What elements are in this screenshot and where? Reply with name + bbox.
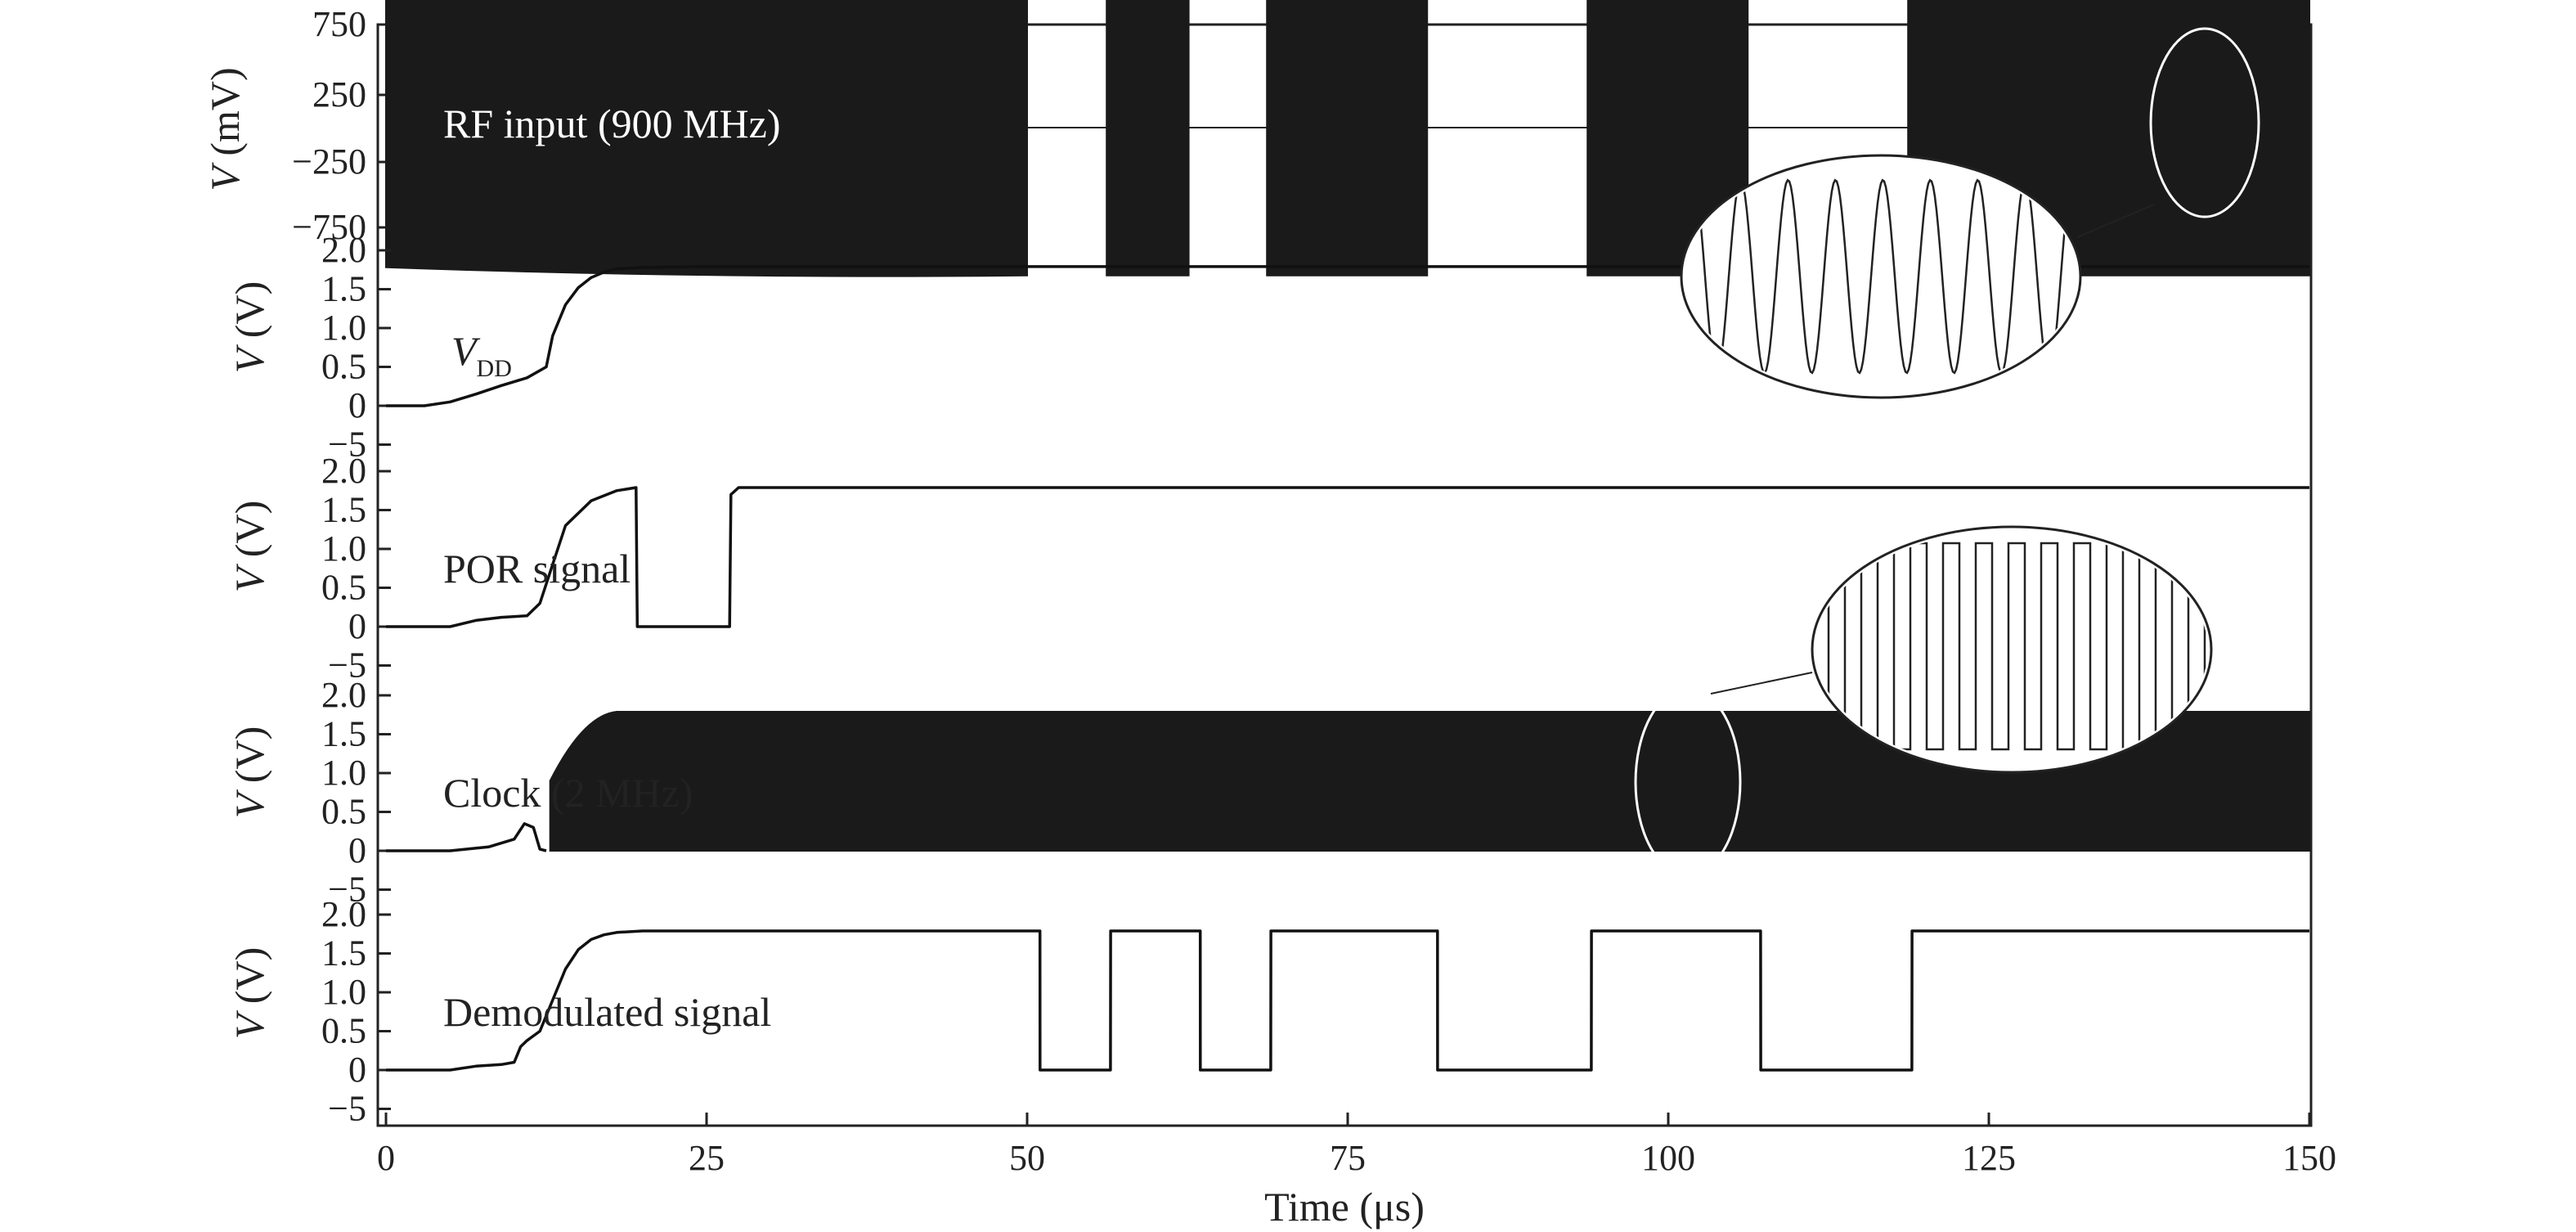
rf-burst <box>1106 0 1190 277</box>
x-tick-label: 50 <box>1009 1138 1045 1178</box>
vdd-label-sub: DD <box>477 355 512 382</box>
demod-ytick-label: 2.0 <box>321 894 366 934</box>
x-tick-label: 0 <box>377 1138 395 1178</box>
x-tick-label: 25 <box>689 1138 725 1178</box>
rf-ytick-label: −250 <box>292 142 366 182</box>
por-ytick-label: 0.5 <box>321 568 366 608</box>
rf-zoom-ellipse <box>1680 154 2082 399</box>
por-ytick-label: 2.0 <box>321 451 366 491</box>
panel-vdd: 2.01.51.00.50−5 <box>321 230 2309 465</box>
vdd-ytick-label: 1.0 <box>321 308 366 348</box>
vdd-ytick-label: 1.5 <box>321 269 366 309</box>
vdd-label-var: V <box>451 328 481 374</box>
clock-ytick-label: 0.5 <box>321 792 366 832</box>
ylabel-rf: V (mV) <box>202 67 248 191</box>
por-ytick-label: 1.0 <box>321 528 366 569</box>
x-tick-label: 150 <box>2282 1138 2336 1178</box>
demod-ytick-label: 0 <box>348 1050 366 1090</box>
demod-ytick-label: 1.5 <box>321 933 366 973</box>
clock-ytick-label: 2.0 <box>321 675 366 715</box>
x-tick-label: 125 <box>1962 1138 2016 1178</box>
zoom-insets <box>1634 27 2260 877</box>
rf-zoom-connector <box>2076 204 2155 238</box>
vdd-trace <box>386 265 2309 407</box>
x-axis-title: Time (μs) <box>1264 1184 1425 1230</box>
ylabel-por: V (V) <box>227 501 272 592</box>
vdd-ytick-label: 0 <box>348 385 366 425</box>
rf-zoom-marker <box>2149 27 2260 218</box>
panel-label-por: POR signal <box>443 546 631 591</box>
panel-clock: 2.01.51.00.50−5 <box>321 675 2310 910</box>
ylabel-vdd: V (V) <box>227 281 272 373</box>
rf-ytick-label: 250 <box>312 74 366 115</box>
clock-square-wave <box>549 710 2310 852</box>
x-tick-label: 100 <box>1641 1138 1695 1178</box>
demod-trace <box>386 929 2309 1072</box>
ylabel-clock: V (V) <box>227 726 272 818</box>
rf-zoom-sine <box>1685 178 2077 375</box>
rf-ytick-label: −750 <box>292 207 366 247</box>
por-ytick-label: 0 <box>348 606 366 646</box>
demod-ytick-label: −5 <box>328 1089 366 1129</box>
clock-ytick-label: 0 <box>348 830 366 870</box>
vdd-ytick-label: 0.5 <box>321 347 366 387</box>
panel-demodulated-signal: 2.01.51.00.50−5 <box>321 894 2309 1129</box>
panel-label-demod: Demodulated signal <box>443 989 771 1035</box>
demod-ytick-label: 0.5 <box>321 1011 366 1051</box>
demod-ytick-label: 1.0 <box>321 972 366 1012</box>
clock-ytick-label: −5 <box>328 870 366 910</box>
rf-burst <box>1266 0 1429 277</box>
panel-por-signal: 2.01.51.00.50−5 <box>321 451 2309 686</box>
clock-ytick-label: 1.0 <box>321 753 366 793</box>
clock-zoom-connector <box>1710 672 1813 695</box>
rf-ytick-label: 750 <box>312 4 366 44</box>
x-axis: 0 25 50 75 100 125 150 <box>377 1113 2336 1178</box>
clock-zoom-ellipse <box>1811 525 2213 774</box>
x-tick-label: 75 <box>1330 1138 1366 1178</box>
vdd-ytick-label: −5 <box>328 425 366 465</box>
clock-trace <box>386 822 547 852</box>
por-trace <box>386 486 2309 628</box>
panel-label-vdd: VDD <box>451 328 512 382</box>
por-ytick-label: −5 <box>328 645 366 686</box>
vdd-ytick-label: 2.0 <box>321 230 366 270</box>
panel-label-rf: RF input (900 MHz) <box>443 101 781 146</box>
ylabel-demod: V (V) <box>227 947 272 1039</box>
por-ytick-label: 1.5 <box>321 490 366 530</box>
panel-label-clock: Clock (2 MHz) <box>443 770 693 816</box>
rf-burst <box>385 0 1028 277</box>
clock-ytick-label: 1.5 <box>321 714 366 754</box>
clock-zoom-marker <box>1634 687 1742 877</box>
